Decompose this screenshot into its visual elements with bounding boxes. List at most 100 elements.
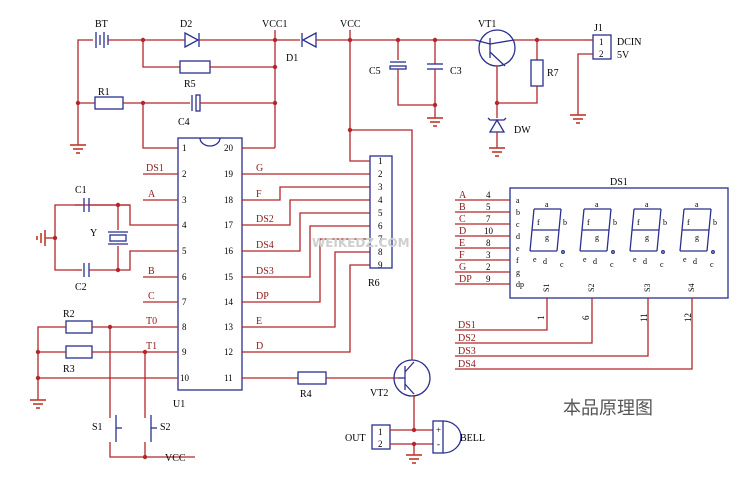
label-r1: R1 [98,87,110,98]
seg-d: d [593,257,597,266]
label-bt: BT [95,19,108,30]
digit-label: S4 [687,284,696,292]
seg-f: f [687,218,690,227]
seg-c: c [560,260,564,269]
label-u1: U1 [173,399,185,410]
ds1-input-pin: 9 [486,274,491,284]
seg-d: d [543,257,547,266]
ds1-digit-labels: S1 S2 S3 S4 1 6 11 12 DS1 DS2 DS3 DS4 [458,284,696,370]
bell-pin-minus: - [437,439,440,449]
seg-b: b [563,218,567,227]
digit-segment-letters: a b c d e f g a b c d e f g a b c d e f … [533,200,717,269]
u1-pin-signal: DS4 [256,240,274,251]
ds1-input-pin: 3 [486,250,491,260]
ds1-display [455,187,729,370]
digit-2 [579,208,615,254]
u1-right-pins: 20 19 18 17 16 15 14 13 12 11 G F DS2 DS… [224,143,274,383]
u1-left-pins: 1 2 3 4 5 6 7 8 9 10 DS1 A B C T0 T1 [146,143,190,383]
label-s2: S2 [160,422,171,433]
bell-pin-plus: + [436,425,441,435]
diagram-title: 本品原理图 [563,398,653,419]
j1-pin-2: 2 [599,49,604,59]
label-vt2: VT2 [370,388,388,399]
j1-pin-1: 1 [599,37,604,47]
label-r7: R7 [547,68,559,79]
out-pin-1: 1 [378,427,383,437]
watermark: WEIKEDZ.COM [312,236,410,250]
label-r5: R5 [184,79,196,90]
u1-pin-signal: F [256,189,262,200]
ds1-input-signal: DP [459,274,472,285]
out-pin-2: 2 [378,439,383,449]
ds1-input-pin: 5 [486,202,491,212]
seg-d: d [693,257,697,266]
u1-pin-signal: DS2 [256,214,274,225]
u1-pin-signal: D [256,341,263,352]
label-j1: J1 [594,23,603,34]
seg-e: e [533,255,537,264]
label-vcc: VCC [340,19,361,30]
label-vcc1: VCC1 [262,19,288,30]
label-d1: D1 [286,53,298,64]
digit-3 [629,208,665,254]
u1-pin-signal: C [148,291,155,302]
ds1-seg-name: g [516,268,520,277]
label-d2: D2 [180,19,192,30]
ds1-seg-name: d [516,232,520,241]
digit-1 [529,208,565,254]
label-bell: BELL [460,433,485,444]
seg-a: a [545,200,549,209]
ds-line-label: DS4 [458,359,476,370]
u1-pin-signal: DP [256,291,269,302]
u1-pin-signal: T1 [146,341,157,352]
ds1-input-pin: 2 [486,262,491,272]
ds1-input-labels: A B C D E F G DP 4 5 7 10 8 3 2 9 a b c … [459,190,524,289]
ds1-seg-name: dp [516,280,524,289]
ds1-input-signal: E [459,238,465,249]
ds1-input-signal: C [459,214,466,225]
ds-line-label: DS2 [458,333,476,344]
ds1-input-signal: G [459,262,466,273]
u1-pin-num: 13 [224,322,234,332]
ds1-input-signal: B [459,202,466,213]
label-s1: S1 [92,422,103,433]
label-c2: C2 [75,282,87,293]
digit-pin: 1 [536,316,546,321]
u1-pin-signal: G [256,163,263,174]
u1-pin-num: 5 [182,246,187,256]
label-r2: R2 [63,309,75,320]
ds1-seg-name: f [516,256,519,265]
ds1-seg-name: a [516,196,520,205]
seg-g: g [595,233,599,242]
u1-pin-num: 7 [182,297,187,307]
seg-g: g [545,233,549,242]
r6-pin: 5 [378,208,383,218]
u1-pin-num: 6 [182,272,187,282]
seg-b: b [713,218,717,227]
label-vt1: VT1 [478,19,496,30]
seg-e: e [633,255,637,264]
u1-pin-signal: DS1 [146,163,164,174]
label-5v: 5V [617,50,630,61]
ds-line-label: DS3 [458,346,476,357]
ds1-input-pin: 8 [486,238,491,248]
label-y: Y [90,228,97,239]
seg-e: e [683,255,687,264]
label-ds1: DS1 [610,177,628,188]
u1-pin-num: 3 [182,195,187,205]
u1-pin-signal: B [148,266,155,277]
label-dw: DW [514,125,531,136]
seg-d: d [643,257,647,266]
digit-label: S2 [587,284,596,292]
u1-pin-num: 2 [182,169,187,179]
seg-f: f [637,218,640,227]
u1-pin-num: 8 [182,322,187,332]
r6-pin: 1 [378,156,383,166]
r6-pin: 8 [378,247,383,257]
ds1-seg-name: c [516,220,520,229]
label-dcin: DCIN [617,37,641,48]
seg-a: a [595,200,599,209]
top-power-section [70,29,612,157]
vt2-bell-section [371,355,462,464]
